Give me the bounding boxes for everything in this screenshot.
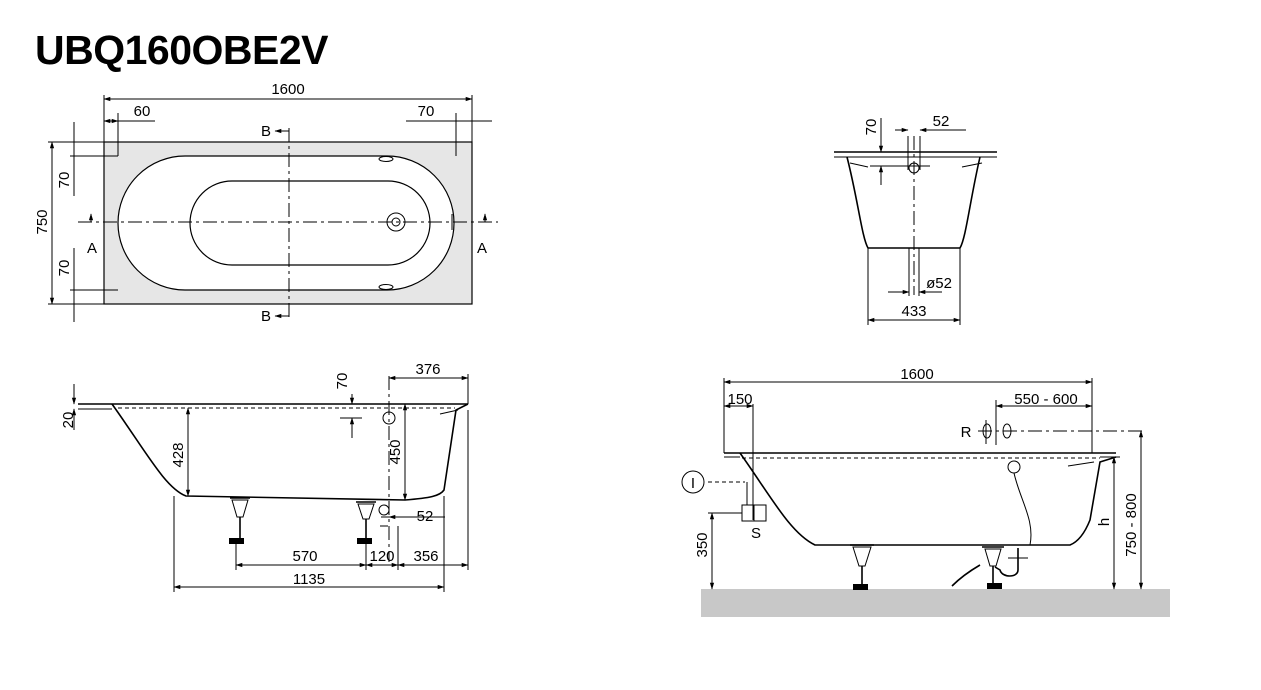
dim-overflow-rim: 70: [334, 373, 351, 390]
section-b-top: B: [261, 123, 271, 140]
dim-bottom-width: 433: [901, 303, 926, 320]
dim-depth-inner: 428: [170, 442, 187, 467]
label-s: S: [751, 525, 761, 542]
section-a-right: A: [477, 240, 487, 257]
dim-overflow-offset: 376: [415, 361, 440, 378]
dim-right-offset: 70: [418, 103, 435, 120]
waste-trap: [951, 548, 1028, 587]
install-view: [681, 378, 1170, 617]
overflow-hose: [1013, 472, 1032, 546]
side-section: [71, 374, 469, 592]
dim-drain-to-end: 356: [413, 548, 438, 565]
tap-r-right: [1002, 423, 1012, 439]
dim-drain-diameter: ø52: [926, 275, 952, 292]
section-a-left: A: [87, 240, 97, 257]
dim-waste-height: 350: [694, 532, 711, 557]
label-i-circle: [681, 470, 705, 494]
cross-section-labels: 70 52 ø52 433: [863, 113, 952, 320]
dim-width: 750: [34, 209, 51, 234]
foot-right: [356, 501, 390, 544]
tub-install-profile: [739, 452, 1117, 546]
dim-depth-total: 450: [387, 439, 404, 464]
dim-length-install: 1600: [900, 366, 933, 383]
dim-left-offset: 60: [134, 103, 151, 120]
overflow-hole: [908, 162, 920, 174]
dim-rim-height: 750 - 800: [1123, 493, 1140, 556]
floor: [701, 589, 1170, 617]
section-b-bottom: B: [261, 308, 271, 325]
label-h: h: [1096, 518, 1113, 526]
foot-install-left: [850, 544, 874, 590]
tap-r-left: [982, 423, 992, 439]
dim-length: 1600: [271, 81, 304, 98]
dim-drain-offset: 52: [417, 508, 434, 525]
dim-rim-thickness: 20: [60, 412, 77, 429]
install-view-labels: 1600 150 550 - 600 R I S 350 h 750 - 800: [691, 366, 1140, 558]
foot-install-right: [982, 546, 1004, 589]
tub-side-profile: [111, 403, 469, 501]
top-view-labels: 1600 60 70 750 70 70 B B A A: [34, 81, 487, 325]
foot-left: [229, 497, 250, 544]
cross-section: [834, 118, 997, 325]
dim-drain-offset: 52: [933, 113, 950, 130]
overflow-marker-top: [378, 156, 394, 162]
dim-total-bottom: 1135: [293, 571, 325, 588]
tub-bottom-oval: [189, 180, 431, 266]
dim-feet-spacing: 570: [292, 548, 317, 565]
dim-tap-range: 550 - 600: [1014, 391, 1077, 408]
side-section-labels: 20 428 70 376 450 52 570 120 356 1135: [60, 361, 441, 588]
model-title: UBQ160OBE2V: [35, 27, 329, 73]
overflow-marker-bottom: [378, 284, 394, 290]
dim-bottom-rim: 70: [56, 260, 73, 277]
label-i: I: [691, 475, 695, 492]
dim-gap: 120: [369, 548, 394, 565]
dim-rim: 70: [863, 119, 880, 136]
dim-left-offset-install: 150: [727, 391, 752, 408]
dim-top-rim: 70: [56, 172, 73, 189]
label-r: R: [961, 424, 972, 441]
top-view: [48, 95, 498, 322]
